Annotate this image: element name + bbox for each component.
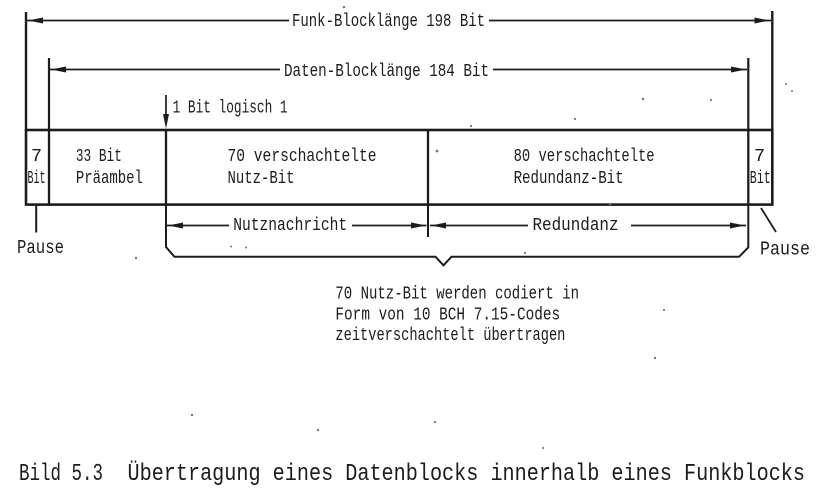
svg-text:Pause: Pause — [760, 239, 810, 261]
svg-text:Übertragung eines Datenblocks: Übertragung eines Datenblocks innerhalb … — [128, 460, 806, 488]
svg-text:70 Nutz-Bit werden codiert in: 70 Nutz-Bit werden codiert in — [335, 283, 579, 304]
svg-text:Nutznachricht: Nutznachricht — [233, 215, 347, 236]
svg-text:80 verschachtelte: 80 verschachtelte — [514, 146, 655, 167]
svg-text:Form von 10 BCH 7.15-Codes: Form von 10 BCH 7.15-Codes — [335, 305, 560, 326]
svg-text:Bit: Bit — [28, 168, 46, 189]
svg-text:Daten-Blocklänge 184 Bit: Daten-Blocklänge 184 Bit — [284, 61, 489, 82]
svg-text:Nutz-Bit: Nutz-Bit — [228, 168, 295, 189]
svg-text:zeitverschachtelt übertragen: zeitverschachtelt übertragen — [335, 325, 565, 346]
svg-text:7: 7 — [754, 146, 765, 167]
svg-text:Bit: Bit — [750, 168, 771, 189]
svg-text:Pause: Pause — [17, 237, 64, 259]
svg-text:70 verschachtelte: 70 verschachtelte — [228, 146, 377, 167]
svg-text:7: 7 — [31, 146, 42, 167]
svg-text:Funk-Blocklänge 198 Bit: Funk-Blocklänge 198 Bit — [292, 11, 485, 32]
svg-text:Bild 5.3: Bild 5.3 — [19, 461, 103, 488]
svg-text:Redundanz-Bit: Redundanz-Bit — [514, 168, 624, 189]
svg-text:1 Bit logisch 1: 1 Bit logisch 1 — [173, 98, 288, 119]
svg-text:Redundanz: Redundanz — [533, 215, 619, 236]
svg-text:Präambel: Präambel — [76, 168, 143, 189]
svg-text:33 Bit: 33 Bit — [76, 146, 122, 167]
